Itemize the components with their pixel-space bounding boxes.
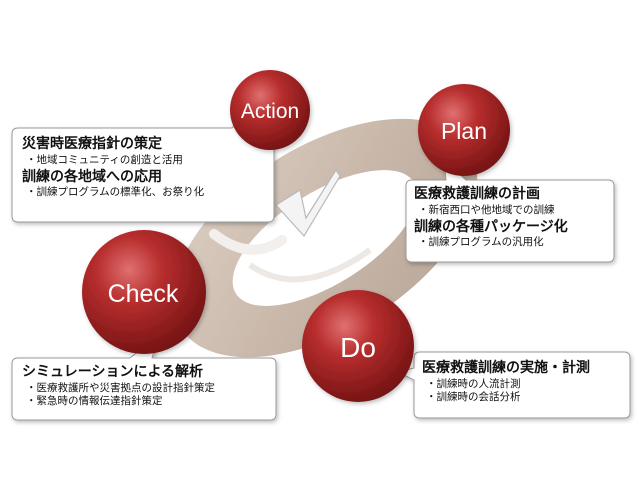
- action-bullet-1: 地域コミュニティの創造と活用: [22, 154, 270, 167]
- cycle-ring: [172, 118, 478, 358]
- plan-circle: Plan: [418, 84, 510, 176]
- plan-bullet-1: 新宿西口や他地域での訓練: [414, 204, 610, 217]
- action-label: Action: [241, 100, 299, 123]
- action-heading-1: 災害時医療指針の策定: [22, 136, 162, 152]
- plan-heading-1: 医療救護訓練の計画: [414, 186, 540, 202]
- plan-label: Plan: [441, 118, 487, 144]
- action-circle: Action: [230, 70, 310, 150]
- do-bullet-1: 訓練時の人流計測: [422, 378, 626, 391]
- do-heading-1: 医療救護訓練の実施・計測: [422, 360, 590, 376]
- check-label: Check: [108, 280, 179, 308]
- plan-callout: 医療救護訓練の計画 新宿西口や他地域での訓練 訓練の各種パッケージ化 訓練プログ…: [414, 186, 610, 249]
- do-circle: Do: [302, 290, 414, 402]
- do-bullet-2: 訓練時の会話分析: [422, 391, 626, 404]
- cycle-arrow: [275, 168, 341, 238]
- action-callout: 災害時医療指針の策定 地域コミュニティの創造と活用 訓練の各地域への応用 訓練プ…: [22, 136, 270, 199]
- do-label: Do: [340, 332, 376, 363]
- plan-heading-2: 訓練の各種パッケージ化: [414, 218, 568, 235]
- check-heading-1: シミュレーションによる解析: [22, 364, 204, 380]
- action-heading-2: 訓練の各地域への応用: [22, 168, 162, 185]
- check-bullet-2: 緊急時の情報伝達指針策定: [22, 395, 274, 408]
- action-bullet-2: 訓練プログラムの標準化、お祭り化: [22, 186, 270, 199]
- check-circle: Check: [82, 230, 206, 354]
- check-callout: シミュレーションによる解析 医療救護所や災害拠点の設計指針策定 緊急時の情報伝達…: [22, 364, 274, 408]
- do-callout: 医療救護訓練の実施・計測 訓練時の人流計測 訓練時の会話分析: [422, 360, 626, 404]
- plan-bullet-2: 訓練プログラムの汎用化: [414, 236, 610, 249]
- check-bullet-1: 医療救護所や災害拠点の設計指針策定: [22, 382, 274, 395]
